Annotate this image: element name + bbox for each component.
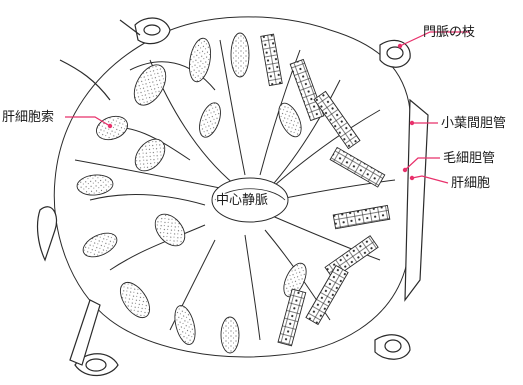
vessel-right (405, 100, 428, 300)
vessel-bottom-right (375, 335, 410, 359)
label-bile-canaliculus: 毛細胆管 (443, 151, 495, 166)
vessel-top-right (380, 40, 410, 67)
label-portal-vein-branch: 門脈の枝 (423, 25, 475, 40)
label-hepatocyte: 肝細胞 (451, 176, 490, 191)
label-hepatic-cord: 肝細胞索 (2, 110, 54, 125)
vessel-top-left (135, 18, 170, 44)
label-interlobular-bile-duct: 小葉間胆管 (441, 116, 506, 131)
label-central-vein: 中心静脈 (216, 193, 268, 208)
